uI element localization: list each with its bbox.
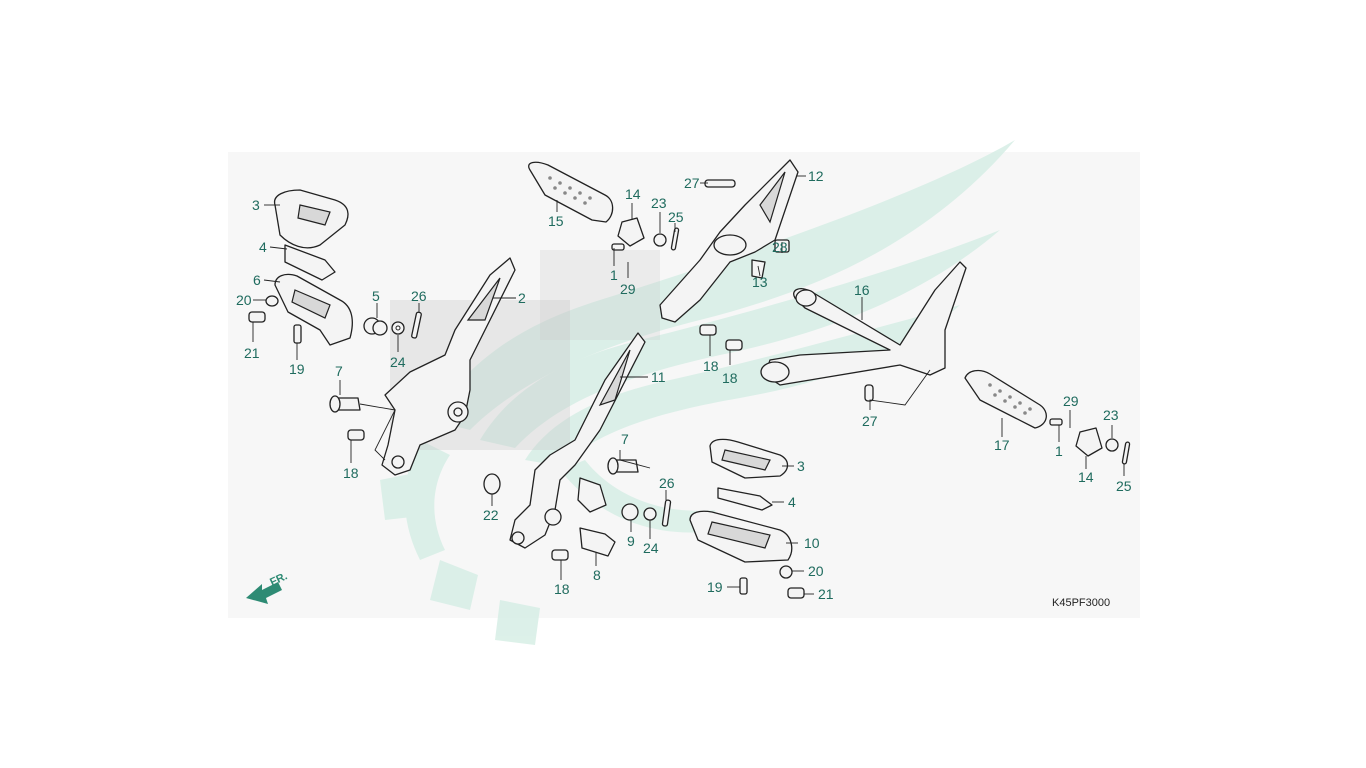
callout-15: 15 (548, 213, 564, 229)
callout-12: 12 (808, 168, 824, 184)
callout-6: 6 (253, 272, 261, 288)
part-18-bolt-c (725, 339, 743, 351)
callout-25: 25 (1116, 478, 1132, 494)
part-23-washer-a (653, 233, 667, 247)
callout-14: 14 (625, 186, 641, 202)
leader-lines (252, 175, 1125, 595)
part-26-pin-right (661, 499, 672, 527)
callout-11: 11 (651, 369, 666, 385)
part-23-washer-b (1105, 438, 1119, 452)
wing-logo-watermark (380, 140, 1015, 645)
part-27-bolt-a (704, 179, 736, 188)
part-24-washer-right (643, 507, 657, 521)
callout-3: 3 (797, 458, 805, 474)
part-4-plate-right (717, 487, 773, 511)
part-11-bracket-right (509, 332, 646, 549)
part-18-bolt-d (551, 549, 569, 561)
callout-20: 20 (236, 292, 252, 308)
part-16-pillion-bracket-right-long (760, 261, 967, 386)
part-12-pillion-bracket-right (659, 159, 799, 323)
part-18-bolt-b (699, 324, 717, 336)
callout-1: 1 (1055, 443, 1063, 459)
callout-18: 18 (722, 370, 738, 386)
callout-1: 1 (610, 267, 618, 283)
callout-18: 18 (554, 581, 570, 597)
callout-28: 28 (772, 239, 788, 255)
part-17-pillion-step-right (964, 369, 1047, 429)
part-5-spring-left (363, 317, 388, 336)
callout-7: 7 (335, 363, 343, 379)
part-25-pin-a (670, 227, 680, 251)
part-19-screw-left (293, 324, 302, 344)
part-9-spring-right (621, 503, 639, 521)
callout-8: 8 (593, 567, 601, 583)
callout-5: 5 (372, 288, 380, 304)
callout-23: 23 (1103, 407, 1119, 423)
callout-19: 19 (707, 579, 723, 595)
callout-9: 9 (627, 533, 635, 549)
callout-20: 20 (808, 563, 824, 579)
callout-29: 29 (620, 281, 636, 297)
callout-10: 10 (804, 535, 820, 551)
callout-numbers: 3 4 6 20 21 19 5 26 24 2 7 18 15 14 23 2… (236, 168, 1132, 602)
callout-14: 14 (1078, 469, 1094, 485)
callout-3: 3 (252, 197, 260, 213)
callout-4: 4 (788, 494, 796, 510)
part-14-plate-b (1075, 427, 1103, 457)
callout-19: 19 (289, 361, 305, 377)
part-27-bolt-b (864, 384, 874, 402)
part-15-pillion-step-left (528, 161, 614, 223)
callout-2: 2 (518, 290, 526, 306)
callout-4: 4 (259, 239, 267, 255)
part-18-bolt-a (347, 429, 365, 441)
callout-29: 29 (1063, 393, 1079, 409)
part-8-pivot (579, 527, 616, 557)
callout-18: 18 (343, 465, 359, 481)
callout-25: 25 (668, 209, 684, 225)
callout-26: 26 (659, 475, 675, 491)
part-3-step-rubber-left (273, 189, 349, 249)
callout-21: 21 (818, 586, 834, 602)
part-7-pin-left (329, 395, 361, 413)
part-21-bolt-left (248, 311, 266, 323)
callout-18: 18 (703, 358, 719, 374)
callout-16: 16 (854, 282, 870, 298)
part-20-collar-left (265, 295, 279, 307)
callout-22: 22 (483, 507, 499, 523)
part-24-washer-left (391, 321, 405, 335)
part-1-spring-b (1049, 418, 1063, 426)
part-2-bracket-left (381, 257, 516, 476)
part-21-bolt-right (787, 587, 805, 599)
part-19-screw-right (739, 577, 748, 595)
part-6-step-left (274, 273, 353, 346)
callout-24: 24 (643, 540, 659, 556)
callout-21: 21 (244, 345, 260, 361)
callout-24: 24 (390, 354, 406, 370)
callout-27: 27 (862, 413, 878, 429)
callout-13: 13 (752, 274, 768, 290)
part-10-step-right (689, 510, 793, 563)
part-4-plate-left (284, 244, 336, 281)
part-22-collar (483, 473, 501, 495)
callout-17: 17 (994, 437, 1010, 453)
front-direction-arrow-icon (246, 582, 282, 604)
part-1-spring-a (611, 243, 625, 251)
part-3-step-rubber-right (709, 438, 789, 479)
callout-26: 26 (411, 288, 427, 304)
part-25-pin-b (1121, 441, 1131, 465)
callout-23: 23 (651, 195, 667, 211)
part-14-plate-a (617, 217, 645, 247)
diagram-code: K45PF3000 (1052, 597, 1110, 609)
callout-27: 27 (684, 175, 700, 191)
callout-7: 7 (621, 431, 629, 447)
part-20-collar-right (779, 565, 793, 579)
